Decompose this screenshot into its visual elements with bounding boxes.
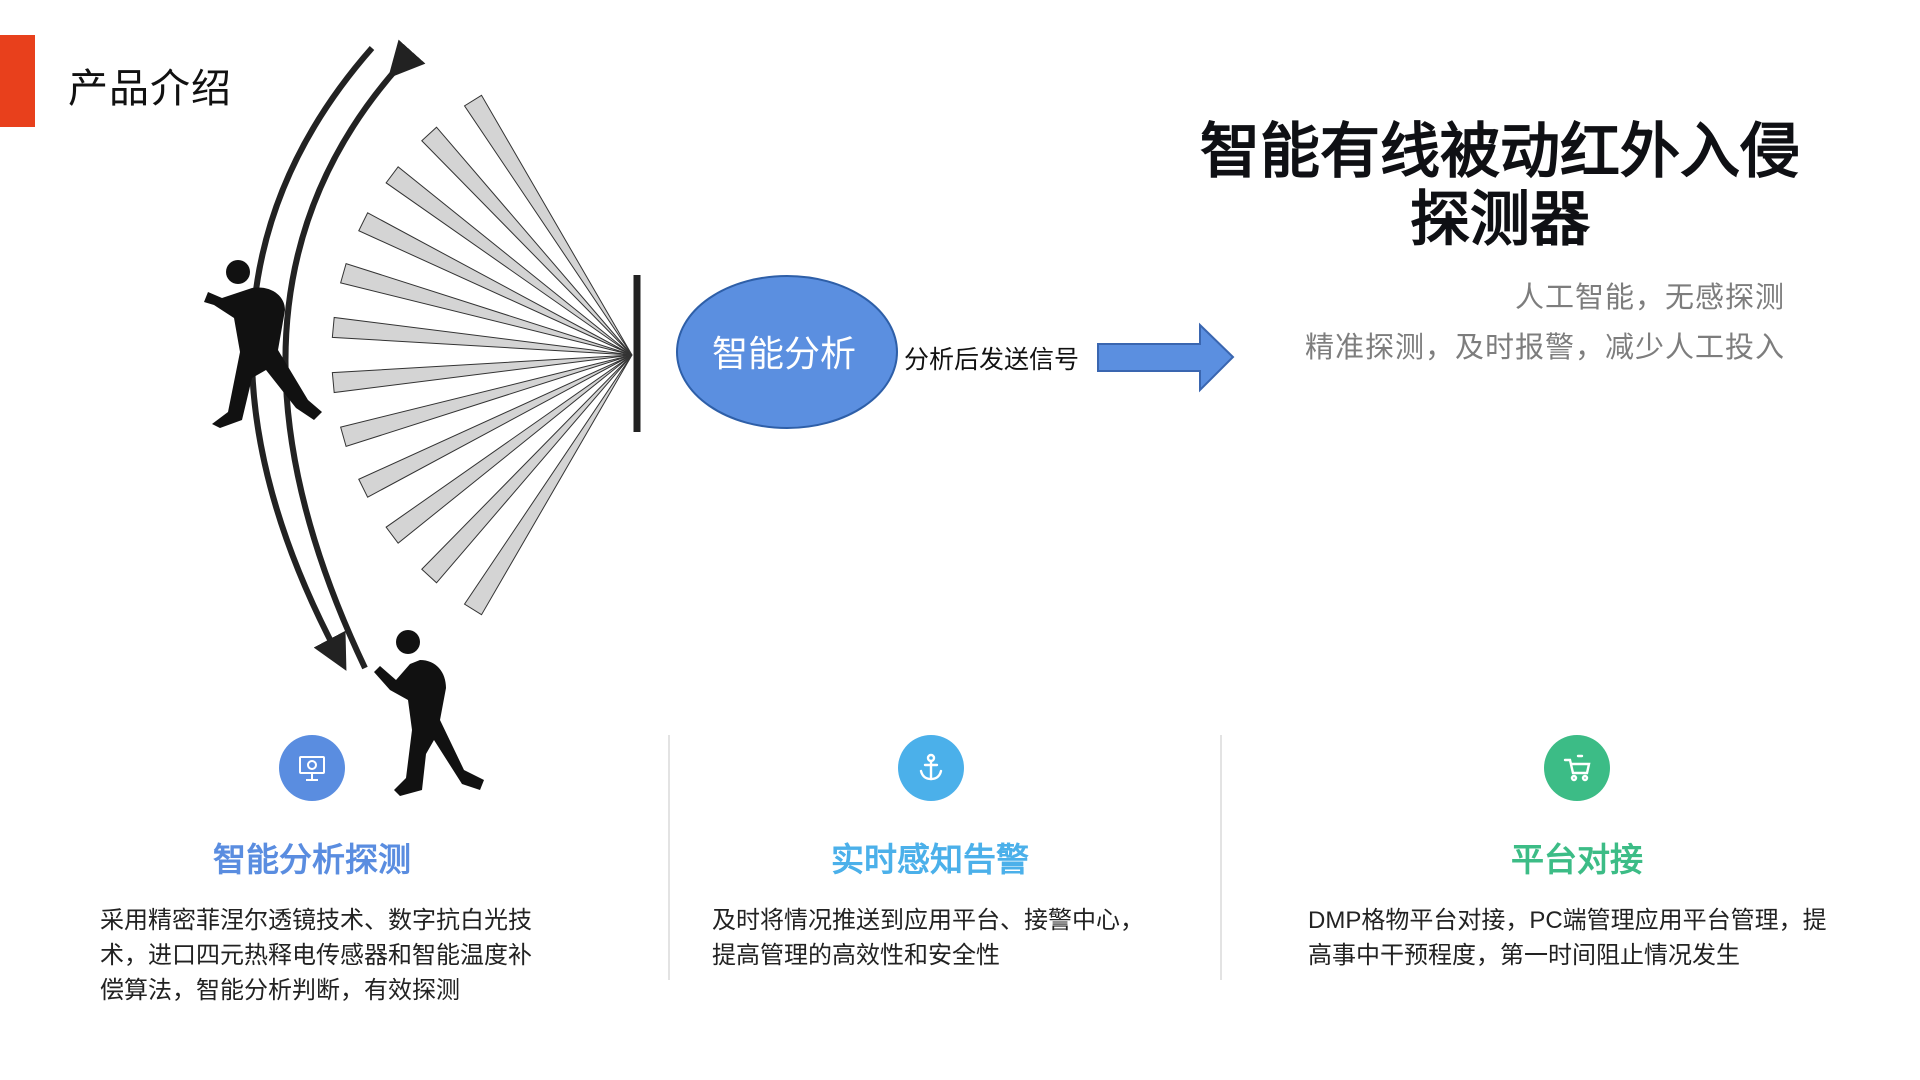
send-signal-label: 分析后发送信号 [904, 346, 1080, 374]
accent-bar [0, 35, 35, 127]
tagline: 人工智能，无感探测 [1514, 282, 1785, 314]
detection-beam [331, 354, 633, 394]
motion-arc-inner [282, 39, 426, 670]
headline-line-1: 智能有线被动红外入侵 [1200, 118, 1800, 185]
detection-beam [340, 354, 633, 448]
feature-title: 实时感知告警 [831, 841, 1029, 878]
presentation-icon [279, 735, 345, 801]
page-title: 产品介绍 [68, 67, 232, 111]
detection-beam [385, 166, 633, 356]
detection-beam [331, 316, 633, 356]
feature-description: DMP格物平台对接，PC端管理应用平台管理，提 高事中干预程度，第一时间阻止情况… [1308, 903, 1888, 973]
desc-line: 提高管理的高效性和安全性 [712, 942, 1000, 969]
tagline: 精准探测，及时报警，减少人工投入 [1304, 332, 1785, 364]
detection-beam [421, 354, 633, 584]
person-silhouette-top [204, 260, 322, 428]
desc-line: 偿算法，智能分析判断，有效探测 [100, 977, 460, 1004]
feature-description: 及时将情况推送到应用平台、接警中心， 提高管理的高效性和安全性 [712, 903, 1192, 973]
detection-beam [463, 94, 633, 356]
analysis-node [676, 275, 898, 429]
product-headline: 智能有线被动红外入侵 探测器 [1150, 118, 1850, 254]
person-silhouette-bottom [374, 630, 484, 796]
feature-description: 采用精密菲涅尔透镜技术、数字抗白光技 术，进口四元热释电传感器和智能温度补 偿算… [100, 903, 640, 1008]
desc-line: 及时将情况推送到应用平台、接警中心， [712, 907, 1144, 934]
column-divider [668, 735, 670, 980]
feature-title: 平台对接 [1511, 841, 1643, 878]
detection-beams [331, 94, 633, 616]
column-divider [1220, 735, 1222, 980]
detection-beam [340, 262, 633, 356]
detection-beam [421, 126, 633, 356]
send-arrow [1097, 322, 1235, 393]
detection-beam [358, 354, 633, 498]
detection-beam [463, 354, 633, 616]
desc-line: 高事中干预程度，第一时间阻止情况发生 [1308, 942, 1740, 969]
detection-beam [385, 354, 633, 544]
detection-beam [358, 212, 633, 356]
analysis-label: 智能分析 [711, 333, 856, 374]
headline-line-2: 探测器 [1410, 186, 1590, 253]
cart-icon [1544, 735, 1610, 801]
desc-line: 术，进口四元热释电传感器和智能温度补 [100, 942, 532, 969]
feature-title: 智能分析探测 [213, 841, 411, 878]
desc-line: 采用精密菲涅尔透镜技术、数字抗白光技 [100, 907, 532, 934]
anchor-icon [898, 735, 964, 801]
desc-line: DMP格物平台对接，PC端管理应用平台管理，提 [1308, 907, 1827, 934]
